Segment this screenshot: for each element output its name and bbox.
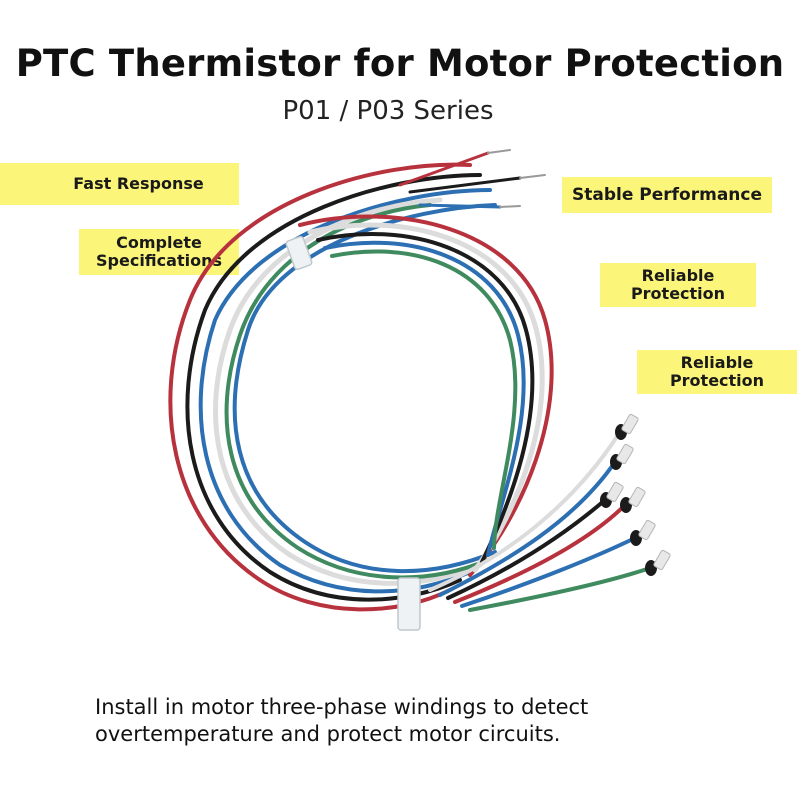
tag-complete-specifications: Complete Specifications <box>79 229 239 275</box>
tag-reliable-protection-2: Reliable Protection <box>637 350 797 394</box>
caption: Install in motor three-phase windings to… <box>95 694 695 748</box>
tag-reliable-1-line1: Reliable <box>641 266 715 285</box>
tag-complete-line1: Complete <box>116 233 202 252</box>
caption-line2: overtemperature and protect motor circui… <box>95 722 561 746</box>
page-subtitle: P01 / P03 Series <box>282 96 494 126</box>
caption-line1: Install in motor three-phase windings to… <box>95 695 589 719</box>
tag-stable-label: Stable Performance <box>571 185 762 205</box>
tag-reliable-protection-1: Reliable Protection <box>600 263 756 307</box>
tag-fast-response: Fast Response <box>0 163 239 205</box>
tag-stable-performance: Stable Performance <box>562 177 772 213</box>
page-title: PTC Thermistor for Motor Protection <box>15 42 785 85</box>
tag-reliable-2-line1: Reliable <box>680 353 754 372</box>
tag-fast-response-label: Fast Response <box>73 174 204 193</box>
tag-complete-line2: Specifications <box>96 251 222 270</box>
tag-reliable-1-line2: Protection <box>630 284 726 303</box>
tag-reliable-2-line2: Protection <box>669 371 765 390</box>
